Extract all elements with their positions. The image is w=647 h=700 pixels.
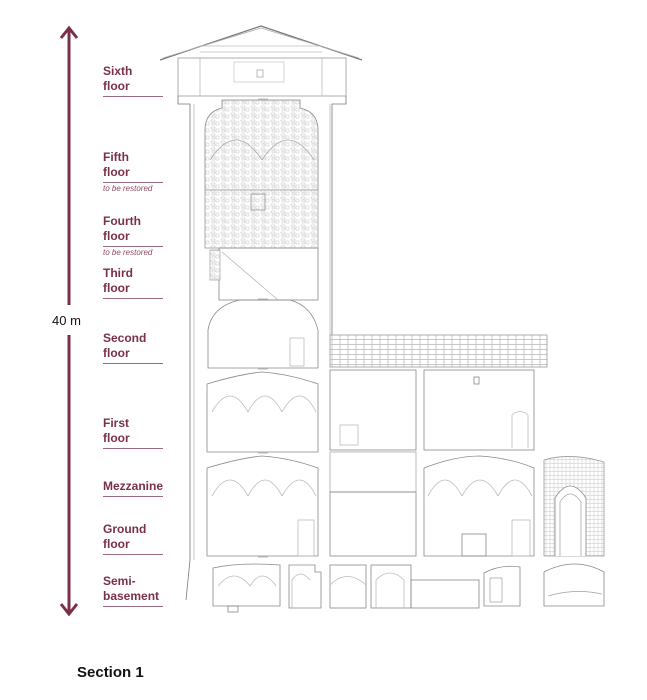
floor-name: First [103, 416, 130, 430]
annex-roof-tiles [329, 334, 548, 368]
floor-label-fourth: Fourth floor to be restored [103, 214, 163, 258]
section-caption: Section 1 [77, 664, 144, 681]
floor-name: Fifth [103, 150, 129, 164]
floor-rule [103, 606, 163, 607]
floor-name: floor [103, 431, 130, 445]
floor-rule [103, 96, 163, 97]
ruined-arch-wall [543, 456, 605, 557]
floor-label-sixth: Sixth floor [103, 64, 163, 97]
floor-rule [103, 554, 163, 555]
floor-rule [103, 448, 163, 449]
floor-name: Ground [103, 522, 147, 536]
first-floor-room-tower [206, 371, 319, 453]
floor-rule [103, 298, 163, 299]
second-floor-room [207, 299, 319, 369]
floor-name: Mezzanine [103, 479, 164, 493]
floor-rule [103, 246, 163, 247]
tower-walls [177, 96, 347, 601]
ground-floor-room-tower [206, 455, 319, 557]
floor-name: basement [103, 589, 160, 603]
floor-label-semi-basement: Semi- basement [103, 574, 163, 607]
floor-label-third: Third floor [103, 266, 163, 299]
fourth-floor-room [204, 189, 319, 249]
height-label: 40 m [52, 313, 81, 328]
floor-name: floor [103, 229, 130, 243]
floor-label-second: Second floor [103, 331, 163, 364]
floor-label-fifth: Fifth floor to be restored [103, 150, 163, 194]
floor-label-mezzanine: Mezzanine [103, 479, 163, 497]
semi-basement-rooms [212, 563, 605, 613]
floor-name: Sixth [103, 64, 133, 78]
floor-name: floor [103, 537, 130, 551]
floor-name: Second [103, 331, 147, 345]
floor-name: floor [103, 79, 130, 93]
fifth-floor-room [204, 99, 319, 191]
floor-name: floor [103, 281, 130, 295]
annex-rooms [329, 369, 535, 557]
floor-name: Third [103, 266, 133, 280]
floor-note: to be restored [103, 184, 153, 193]
floor-rule [103, 363, 163, 364]
floor-rule [103, 182, 163, 183]
tower-roof [159, 25, 363, 97]
floor-note: to be restored [103, 248, 153, 257]
floor-name: floor [103, 346, 130, 360]
floor-rule [103, 496, 163, 497]
floor-label-ground: Ground floor [103, 522, 163, 555]
floor-name: Fourth [103, 214, 141, 228]
third-floor-room [209, 247, 319, 301]
floor-label-first: First floor [103, 416, 163, 449]
floor-name: Semi- [103, 574, 136, 588]
floor-name: floor [103, 165, 130, 179]
